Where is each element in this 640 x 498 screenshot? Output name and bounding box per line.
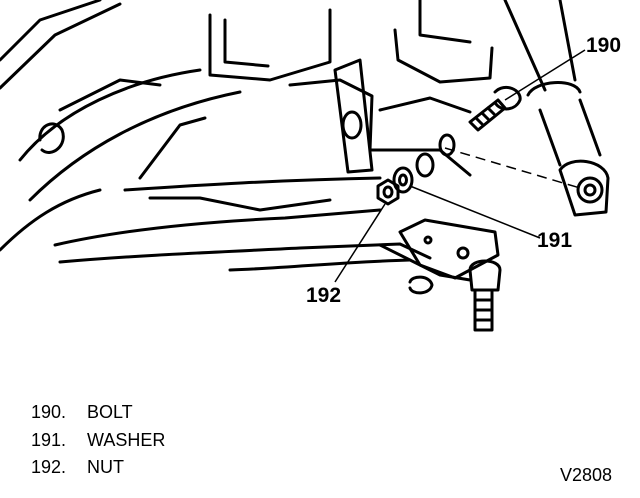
figure-id: V2808 xyxy=(560,465,613,485)
callout-191: 191 xyxy=(537,229,573,252)
axis-dashed-line xyxy=(444,147,581,189)
legend-row-nut: 192. NUT xyxy=(31,454,165,482)
ball-joint-drawing xyxy=(398,218,502,332)
frame-rail-drawing xyxy=(0,0,242,252)
parts-legend: 190. BOLT 191. WASHER 192. NUT xyxy=(31,399,165,482)
upper-housing-drawing xyxy=(208,0,494,152)
lower-control-arm-drawing xyxy=(53,116,472,282)
legend-number: 190. xyxy=(31,402,67,422)
legend-row-washer: 191. WASHER xyxy=(31,427,165,455)
nut-leader-line xyxy=(334,203,386,283)
legend-number: 192. xyxy=(31,457,67,477)
legend-row-bolt: 190. BOLT xyxy=(31,399,165,427)
washer-leader-line xyxy=(409,185,541,239)
suspension-assembly-illustration xyxy=(0,0,610,332)
legend-label: NUT xyxy=(87,457,124,477)
bolt-drawing xyxy=(468,86,522,132)
mounting-bracket-drawing xyxy=(333,58,472,177)
callout-190: 190 xyxy=(586,34,622,57)
legend-number: 191. xyxy=(31,429,67,450)
washer-drawing xyxy=(392,133,456,194)
legend-label: BOLT xyxy=(87,402,133,422)
legend-label: WASHER xyxy=(87,429,166,450)
callout-192: 192 xyxy=(306,284,342,307)
nut-drawing xyxy=(376,178,400,206)
bolt-leader-line xyxy=(504,49,586,101)
shock-absorber-drawing xyxy=(503,0,610,217)
